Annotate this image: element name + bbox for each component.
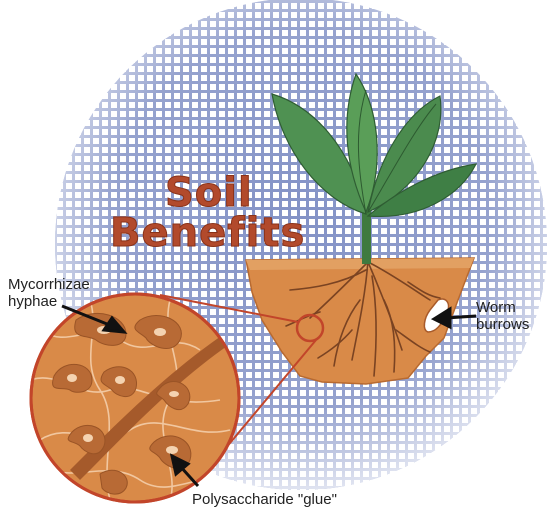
label-polysaccharide-glue: Polysaccharide "glue" (192, 491, 337, 508)
title-line-2: Benefits (110, 210, 305, 256)
label-mycorrhizae-hyphae: Mycorrhizae hyphae (8, 276, 90, 310)
label-mycorrhizae-line1: Mycorrhizae (8, 276, 90, 293)
zoom-detail-circle (30, 294, 239, 502)
label-mycorrhizae-line2: hyphae (8, 293, 90, 310)
label-worm-burrows: Worm burrows (476, 299, 529, 333)
label-worm-line1: Worm (476, 299, 529, 316)
label-worm-line2: burrows (476, 316, 529, 333)
